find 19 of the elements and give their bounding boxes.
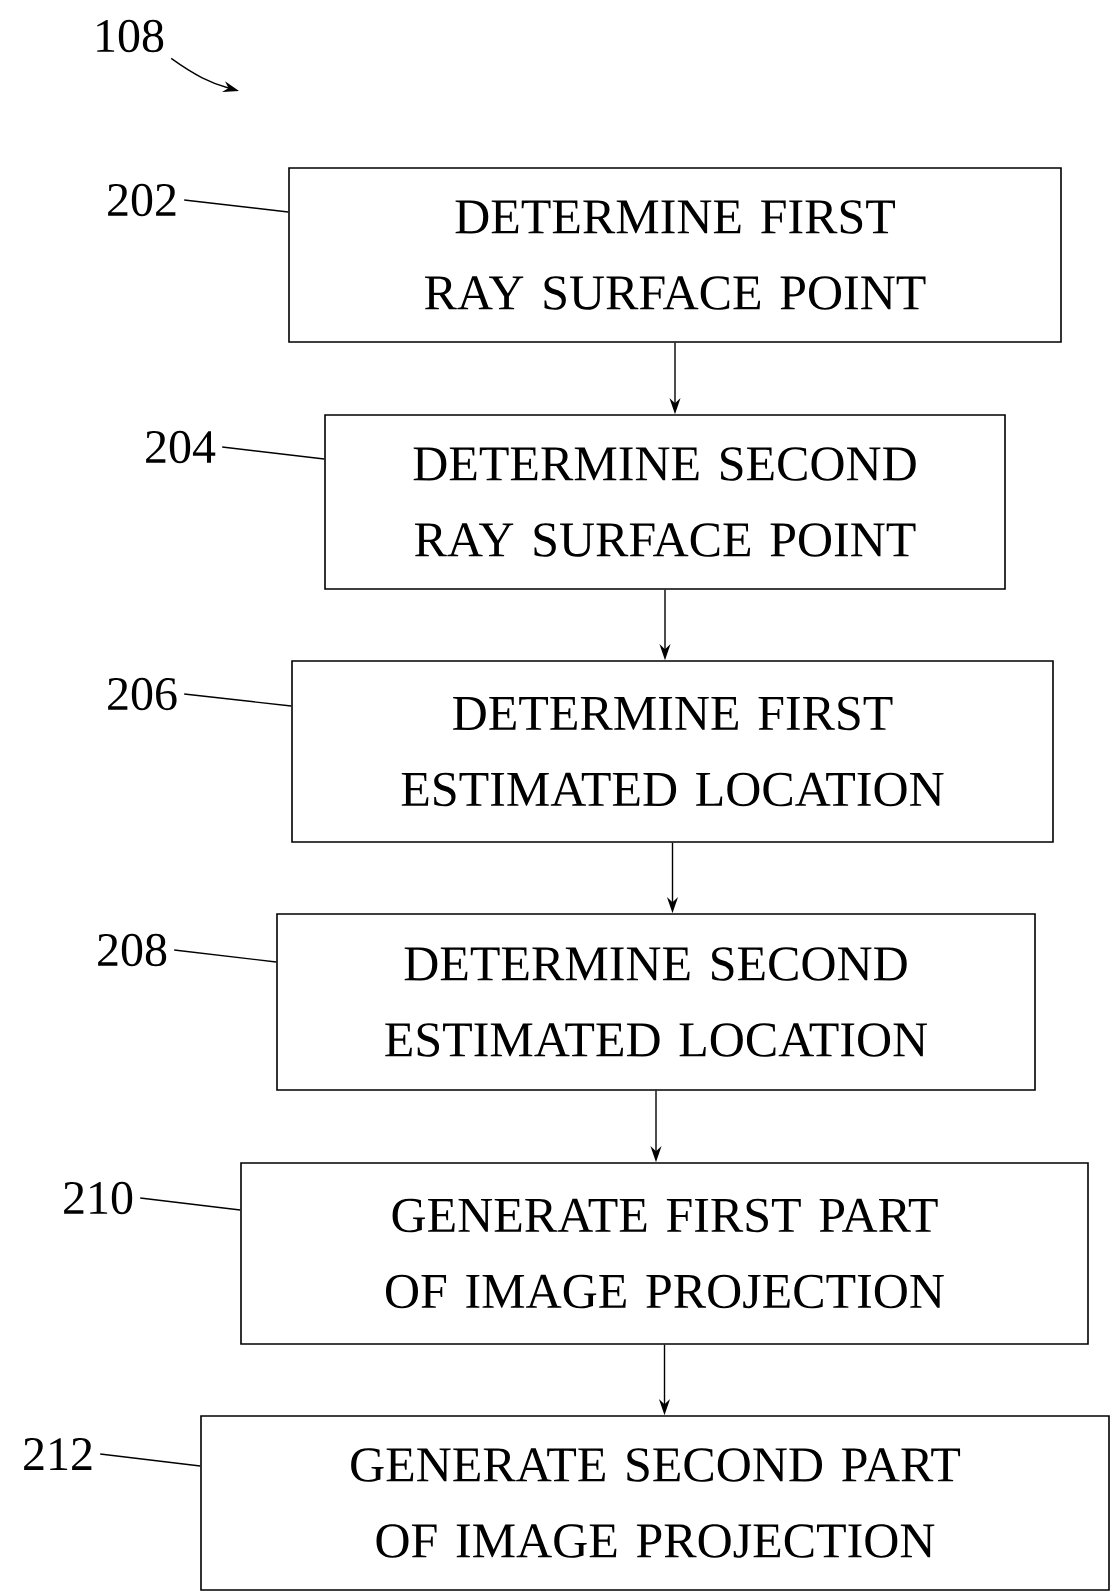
process-box: DETERMINE FIRST RAY SURFACE POINT [288,167,1062,343]
reference-number: 210 [64,1181,133,1215]
leader-line [221,446,325,460]
reference-number: 212 [24,1438,92,1470]
reference-number: 204 [146,430,216,464]
process-box: DETERMINE SECOND RAY SURFACE POINT [324,414,1006,590]
reference-number: 108 [97,19,164,53]
leader-line [99,1453,201,1467]
process-box: DETERMINE FIRST ESTIMATED LOCATION [291,660,1054,843]
leader-line [183,693,292,707]
leader-line [139,1197,241,1211]
leader-line [183,199,289,213]
process-box: GENERATE SECOND PART OF IMAGE PROJECTION [200,1415,1110,1591]
reference-number: 202 [108,183,176,217]
process-box: DETERMINE SECOND ESTIMATED LOCATION [276,913,1036,1091]
reference-number: 208 [98,933,167,967]
leader-line [173,949,277,963]
process-box: GENERATE FIRST PART OF IMAGE PROJECTION [240,1162,1089,1345]
reference-number: 206 [108,677,177,711]
